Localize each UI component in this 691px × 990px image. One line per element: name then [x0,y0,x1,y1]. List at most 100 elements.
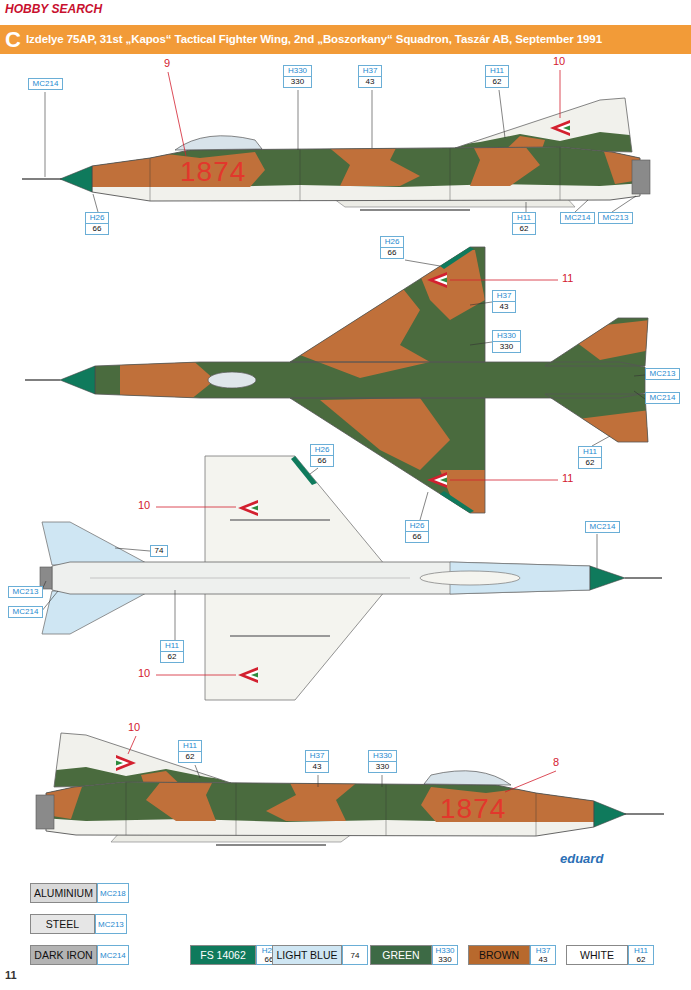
color-code-box: MC218 [97,883,129,903]
leader-line [420,492,428,520]
bottom-view [230,635,330,637]
callout-number: 11 [562,473,573,484]
color-code: H11 [486,66,508,76]
top-view [427,472,447,488]
color-code: MC213 [9,587,42,597]
leader-line [310,468,318,474]
bottom-view [238,667,258,683]
color-code: H37 [359,66,381,76]
top-view [95,362,645,398]
color-code: H330 [435,946,454,955]
color-code: H26 [406,521,428,531]
color-number: 66 [406,531,428,542]
color-callout: H3743 [305,750,329,773]
color-callout: H2666 [405,520,429,543]
top-view [440,247,474,269]
leader-line [195,765,200,778]
callout-number: 11 [562,273,573,284]
color-callout: H3743 [358,65,382,88]
color-number: 66 [86,223,108,234]
watermark: HOBBY SEARCH [5,3,102,15]
leader-line [526,202,527,212]
aircraft-number: 1874 [440,795,506,823]
top-view [208,372,256,388]
leader-line [470,342,492,345]
bottom-view [40,456,662,700]
legend-swatch: BROWN [468,945,530,965]
leader-line [597,534,598,568]
color-code: MC213 [599,213,632,223]
top-view [90,240,660,520]
legend-swatch: FS 14062 [190,945,256,965]
callout-line [505,771,556,792]
leader-line [175,590,176,640]
color-number: 43 [493,301,515,312]
color-number: 62 [161,651,183,662]
color-number: 330 [369,761,396,772]
color-number: 62 [513,223,535,234]
page-number: 11 [5,970,17,981]
legend-swatch: GREEN [370,945,432,965]
top-view [60,366,95,394]
leader-line [41,591,58,612]
color-code: MC213 [98,920,124,929]
color-code: MC214 [586,522,619,532]
color-callout: H3743 [492,290,516,313]
side-profile-right [26,733,664,845]
leader-line [470,302,492,305]
leader-line [612,196,636,212]
color-code: H11 [161,641,183,651]
color-code: H37 [306,751,328,761]
color-code-box: MC213 [95,914,127,934]
callout-number: 10 [138,668,150,679]
top-view [410,250,485,320]
color-code: H330 [493,331,520,341]
callout-number: 8 [553,757,559,768]
legend-swatch: STEEL [30,914,95,934]
leader-line [93,194,98,212]
legend-text: FS 14062 [200,949,246,961]
color-code: MC214 [29,79,62,89]
bottom-view [90,578,410,579]
side-profile-right [26,733,664,845]
bottom-view [420,571,520,585]
callout-number: 9 [164,58,170,69]
leader-line [575,200,588,212]
top-view [545,318,648,366]
top-view [440,491,474,513]
color-callout: MC213 [645,368,680,380]
color-callout: MC214 [645,392,680,404]
leader-line [499,90,505,138]
top-view [290,247,485,362]
color-callout: H1162 [578,446,602,469]
color-code: H11 [179,741,201,751]
leader-line [382,775,383,787]
color-code-box: 74 [342,945,368,965]
legend-text: STEEL [46,918,79,930]
color-number: 62 [179,751,201,762]
bottom-view [42,522,150,565]
legend-text: BROWN [479,949,519,961]
color-code: 43 [539,955,548,964]
callout-line [450,280,558,281]
top-view [95,247,648,513]
legend-swatch: WHITE [566,945,628,965]
color-code: 330 [438,955,451,964]
leader-line [318,775,319,787]
color-code: H26 [86,213,108,223]
top-view [300,285,430,378]
color-number: 62 [579,457,601,468]
top-view [25,379,60,381]
top-view [545,394,648,442]
bottom-view [230,519,330,521]
color-number: 66 [311,455,333,466]
leader-line [592,436,610,446]
color-callout: H2666 [380,236,404,259]
brand-logo: eduard [560,852,603,865]
color-callout: MC214 [560,212,595,224]
color-number: 43 [306,761,328,772]
color-callout: MC214 [585,521,620,533]
top-view [570,410,650,445]
bottom-view [205,456,385,565]
color-code: H37 [536,946,551,955]
